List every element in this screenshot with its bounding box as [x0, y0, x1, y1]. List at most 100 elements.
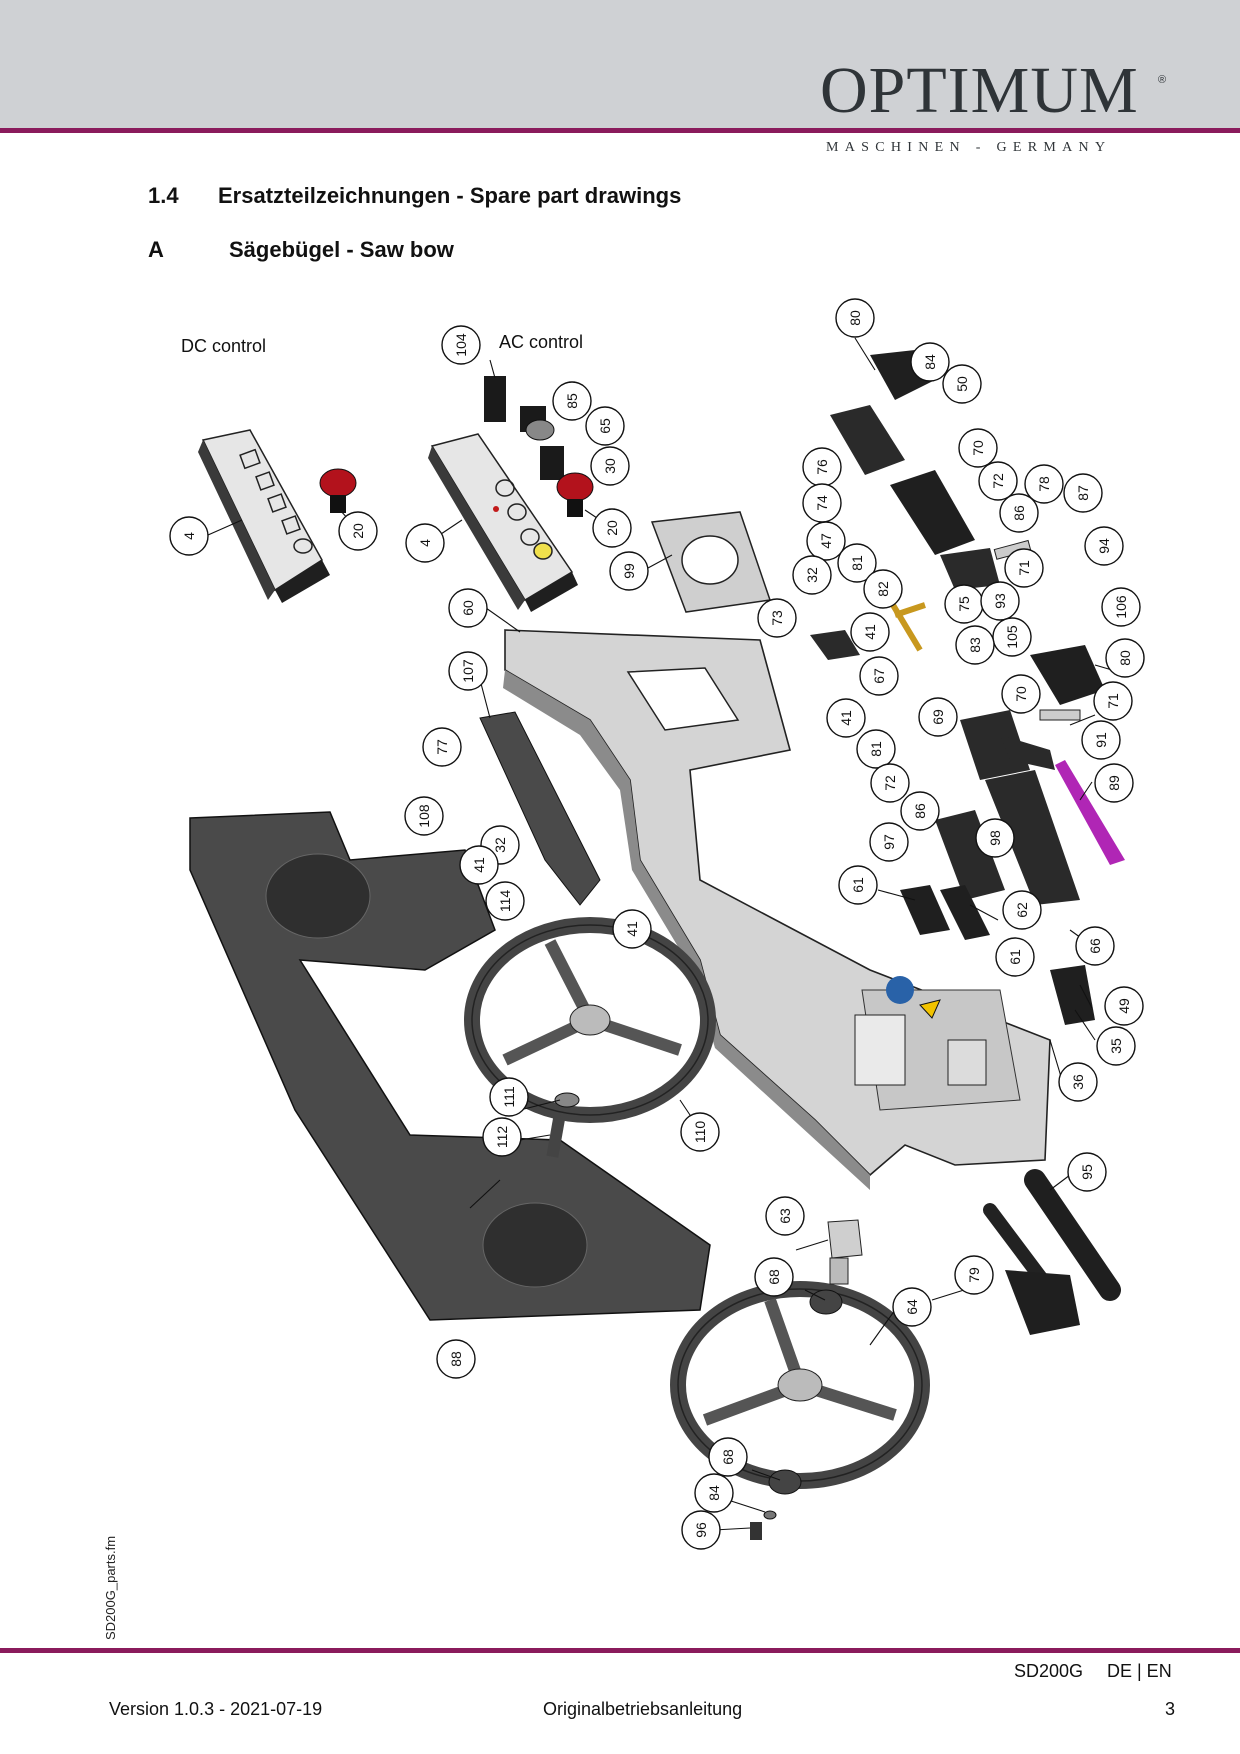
- callout-95: 95: [1067, 1152, 1107, 1192]
- callout-72a: 72: [978, 461, 1018, 501]
- callout-72b: 72: [870, 763, 910, 803]
- svg-text:4: 4: [417, 539, 433, 547]
- svg-text:30: 30: [602, 458, 618, 474]
- callout-85: 85: [552, 381, 592, 421]
- svg-text:86: 86: [1011, 505, 1027, 521]
- motor-plate: [650, 511, 772, 613]
- callout-83: 83: [955, 625, 995, 665]
- callout-65: 65: [585, 406, 625, 446]
- callout-36: 36: [1058, 1062, 1098, 1102]
- handles: [983, 1169, 1121, 1335]
- svg-text:80: 80: [1117, 650, 1133, 666]
- callout-64: 64: [892, 1287, 932, 1327]
- callout-88: 88: [436, 1339, 476, 1379]
- svg-text:86: 86: [912, 803, 928, 819]
- svg-text:81: 81: [868, 741, 884, 757]
- svg-text:66: 66: [1087, 938, 1103, 954]
- leader-lines: [207, 337, 1113, 1531]
- svg-text:71: 71: [1105, 693, 1121, 709]
- svg-text:70: 70: [970, 440, 986, 456]
- guide-assembly: [810, 350, 1125, 1025]
- footer-page-number: 3: [1165, 1699, 1176, 1719]
- svg-text:74: 74: [814, 495, 830, 511]
- svg-text:97: 97: [881, 834, 897, 850]
- svg-text:93: 93: [992, 593, 1008, 609]
- callout-20-ac: 20: [592, 508, 632, 548]
- svg-text:73: 73: [769, 610, 785, 626]
- header-band: [0, 0, 1240, 130]
- callout-74: 74: [802, 483, 842, 523]
- callout-104: 104: [441, 325, 481, 365]
- callout-70a: 70: [958, 428, 998, 468]
- svg-text:106: 106: [1113, 595, 1129, 619]
- svg-text:78: 78: [1036, 476, 1052, 492]
- section-title: Ersatzteilzeichnungen - Spare part drawi…: [218, 183, 682, 208]
- base-plate: [189, 811, 711, 1321]
- callout-94: 94: [1084, 526, 1124, 566]
- svg-text:4: 4: [181, 532, 197, 540]
- svg-text:69: 69: [930, 709, 946, 725]
- ac-switch-parts: [484, 376, 594, 517]
- callout-84b: 84: [694, 1473, 734, 1513]
- svg-text:41: 41: [838, 710, 854, 726]
- svg-text:41: 41: [862, 624, 878, 640]
- svg-text:114: 114: [497, 890, 513, 913]
- svg-text:72: 72: [882, 775, 898, 791]
- svg-text:87: 87: [1075, 485, 1091, 501]
- callout-97: 97: [869, 822, 909, 862]
- callout-35: 35: [1096, 1026, 1136, 1066]
- svg-text:96: 96: [693, 1522, 709, 1538]
- svg-text:61: 61: [1007, 949, 1023, 965]
- ac-control-label: AC control: [499, 332, 584, 352]
- callout-75: 75: [944, 584, 984, 624]
- callout-61b: 61: [995, 937, 1035, 977]
- svg-text:91: 91: [1093, 732, 1109, 748]
- footer-languages: DE | EN: [1107, 1661, 1172, 1681]
- footer-version: Version 1.0.3 - 2021-07-19: [109, 1699, 323, 1719]
- svg-text:60: 60: [460, 600, 476, 616]
- callout-107: 107: [448, 651, 488, 691]
- callout-62: 62: [1002, 890, 1042, 930]
- callout-69: 69: [918, 697, 958, 737]
- callout-105: 105: [992, 617, 1032, 657]
- brand-tagline: MASCHINEN - GERMANY: [826, 140, 1112, 155]
- svg-text:75: 75: [956, 596, 972, 612]
- callout-71a: 71: [1004, 548, 1044, 588]
- callout-71b: 71: [1093, 681, 1133, 721]
- callout-67: 67: [859, 656, 899, 696]
- svg-text:77: 77: [434, 739, 450, 755]
- callout-106: 106: [1101, 587, 1141, 627]
- callout-96: 96: [681, 1510, 721, 1550]
- callout-70b: 70: [1001, 674, 1041, 714]
- svg-text:71: 71: [1016, 560, 1032, 576]
- dc-control-box: [198, 429, 330, 603]
- svg-text:63: 63: [777, 1208, 793, 1224]
- callout-32a: 32: [792, 555, 832, 595]
- svg-text:36: 36: [1070, 1074, 1086, 1090]
- callout-86b: 86: [900, 791, 940, 831]
- saw-bow-frame: [503, 629, 1051, 1190]
- callout-30: 30: [590, 446, 630, 486]
- emergency-stop-dc: [319, 468, 357, 513]
- svg-text:65: 65: [597, 418, 613, 434]
- wheel-hardware: [546, 1092, 580, 1158]
- callout-91: 91: [1081, 720, 1121, 760]
- callout-41c: 41: [459, 845, 499, 885]
- svg-text:47: 47: [818, 533, 834, 549]
- callout-61a: 61: [838, 865, 878, 905]
- callout-41a: 41: [850, 612, 890, 652]
- callout-49: 49: [1104, 986, 1144, 1026]
- callout-68a: 68: [754, 1257, 794, 1297]
- callout-4-dc: 4: [169, 516, 209, 556]
- callout-41d: 41: [612, 909, 652, 949]
- svg-text:62: 62: [1014, 902, 1030, 918]
- callout-81a: 81: [837, 543, 877, 583]
- svg-text:41: 41: [624, 921, 640, 937]
- callout-86a: 86: [999, 493, 1039, 533]
- callout-87: 87: [1063, 473, 1103, 513]
- svg-text:107: 107: [460, 659, 476, 683]
- callout-68b: 68: [708, 1437, 748, 1477]
- svg-text:98: 98: [987, 830, 1003, 846]
- svg-text:50: 50: [954, 376, 970, 392]
